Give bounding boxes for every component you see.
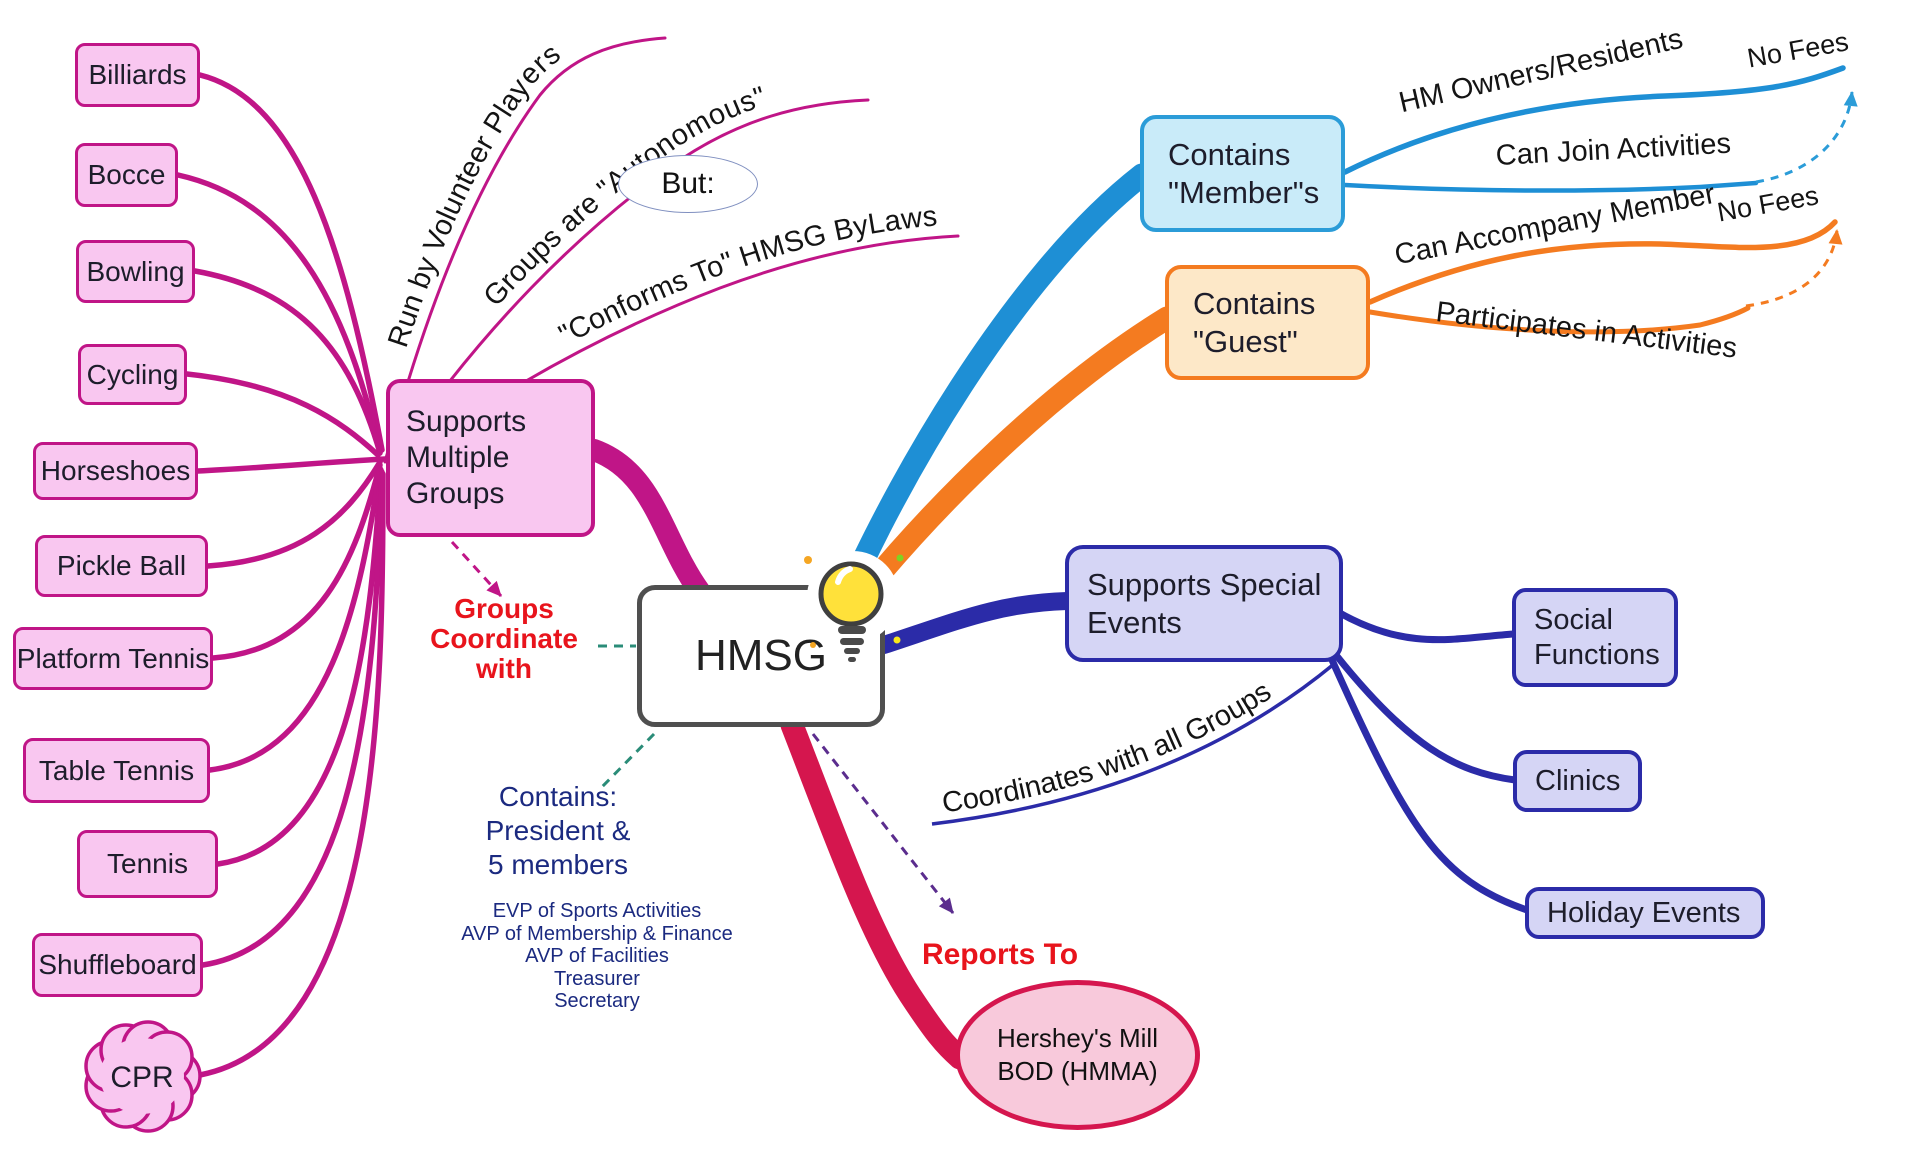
cpr-label: CPR [110,1061,173,1094]
node-billiards[interactable]: Billiards [75,43,200,107]
reports-to-note: Reports To [921,938,1079,971]
node-tennis[interactable]: Tennis [77,830,218,898]
node-clinics[interactable]: Clinics [1513,750,1642,812]
members-no-fees-label: No Fees [1745,26,1851,74]
node-supports-special-events[interactable]: Supports Special Events [1065,545,1343,662]
node-shuffleboard[interactable]: Shuffleboard [32,933,203,997]
officers-list: EVP of Sports Activities AVP of Membersh… [461,900,733,1012]
can-join-label: Can Join Activities [1495,127,1732,172]
member-fees-arrow [1755,91,1858,184]
node-contains-members[interactable]: Contains "Member"s [1140,115,1345,232]
run-note-text: Run by Volunteer Players [382,38,566,351]
trunk-events [875,592,1076,654]
hm-owners-label: HM Owners/Residents [1396,22,1686,120]
node-holiday-events[interactable]: Holiday Events [1525,887,1765,939]
node-bowling[interactable]: Bowling [76,240,195,303]
participates-label: Participates in Activities [1434,296,1739,365]
node-social-functions[interactable]: Social Functions [1512,588,1678,687]
groups-coordinate-arrow [450,540,503,598]
coordinates-curve [931,662,1336,826]
node-bocce[interactable]: Bocce [75,143,178,207]
node-pickle-ball[interactable]: Pickle Ball [35,535,208,597]
can-accompany-label: Can Accompany Member [1392,177,1718,272]
node-bod-ellipse[interactable]: Hershey's Mill BOD (HMMA) [955,980,1200,1130]
reports-to-arrow [811,733,955,914]
conforms-note-text: "Conforms To" HMSG ByLaws [554,200,939,351]
event-connectors [1328,608,1531,914]
trunk-bod [780,713,972,1070]
but-note-bubble: But: [618,155,758,213]
contains-president-note: Contains: President & 5 members [485,781,631,880]
groups-coordinate-note: Groups Coordinate with [430,593,578,684]
guests-no-fees-label: No Fees [1715,180,1821,228]
trunk-groups [583,439,711,603]
group-connectors [175,72,388,1078]
node-hmsg-center[interactable]: HMSG [637,585,885,727]
node-table-tennis[interactable]: Table Tennis [23,738,210,803]
trunk-members [834,163,1154,610]
node-contains-guest[interactable]: Contains "Guest" [1165,265,1370,380]
coordinates-note-text: Coordinates with all Groups [940,675,1277,819]
guest-fees-arrow [1745,229,1843,308]
node-supports-multiple-groups[interactable]: Supports Multiple Groups [386,379,595,537]
node-platform-tennis[interactable]: Platform Tennis [13,627,213,690]
node-horseshoes[interactable]: Horseshoes [33,442,198,500]
cpr-cloud-node[interactable]: CPR [84,1020,202,1133]
node-cycling[interactable]: Cycling [78,344,187,405]
